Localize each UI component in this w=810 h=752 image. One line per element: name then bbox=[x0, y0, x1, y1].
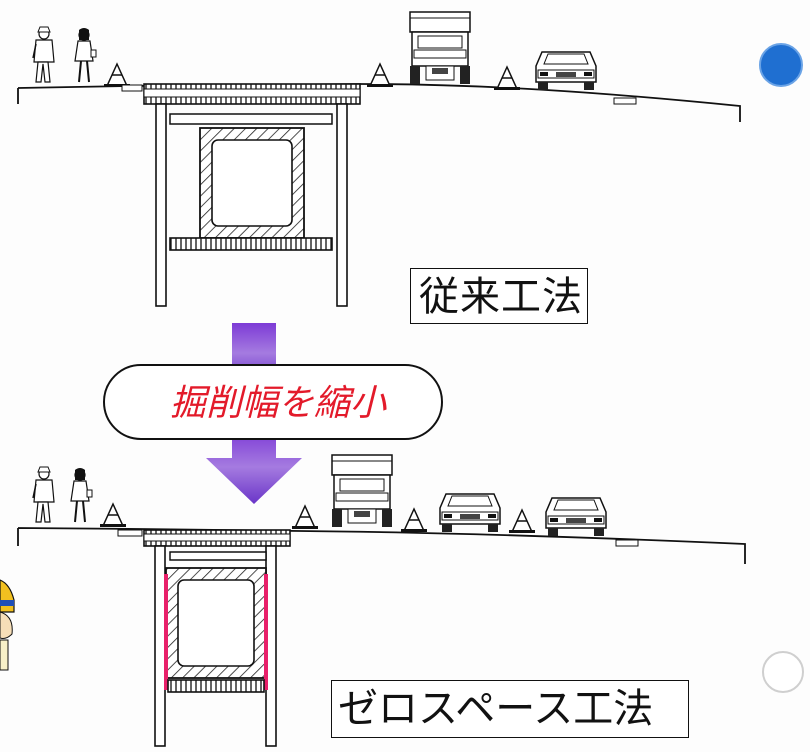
reduce-excavation-width-text: 掘削幅を縮小 bbox=[169, 383, 386, 424]
car-icon bbox=[439, 493, 501, 533]
dump-truck-icon bbox=[331, 454, 393, 528]
dump-truck-icon bbox=[409, 11, 471, 85]
traffic-cone-icon bbox=[400, 508, 428, 533]
zero-space-section bbox=[17, 454, 746, 747]
traffic-cone-icon bbox=[99, 503, 127, 528]
pedestrian-icon bbox=[32, 26, 55, 83]
earth-retaining-wall-left bbox=[154, 545, 166, 747]
pedestrian-icon bbox=[32, 466, 55, 523]
traffic-cone-icon bbox=[493, 66, 521, 91]
pedestrian-icon bbox=[70, 467, 93, 523]
earth-retaining-wall-left bbox=[155, 103, 167, 307]
conventional-method-label: 従来工法 bbox=[410, 268, 588, 324]
strut-beam bbox=[169, 551, 267, 561]
car-icon bbox=[535, 51, 597, 91]
traffic-cone-icon bbox=[291, 505, 319, 530]
car-icon bbox=[545, 497, 607, 537]
pedestrian-icon bbox=[74, 27, 97, 83]
traffic-cone-icon bbox=[103, 63, 131, 88]
blue-dot-icon bbox=[760, 44, 802, 86]
worker-mascot-icon bbox=[0, 579, 15, 671]
foundation-base bbox=[167, 679, 265, 693]
reduce-width-callout bbox=[103, 364, 443, 440]
ground-line bbox=[17, 527, 746, 564]
white-dot-icon bbox=[762, 651, 804, 693]
traffic-cone-icon bbox=[508, 509, 536, 534]
conventional-section bbox=[17, 11, 741, 307]
earth-retaining-wall-right bbox=[336, 103, 348, 307]
zero-space-method-label: ゼロスペース工法 bbox=[331, 680, 689, 738]
traffic-cone-icon bbox=[366, 63, 394, 88]
foundation-base bbox=[169, 237, 333, 251]
strut-beam bbox=[169, 113, 333, 125]
